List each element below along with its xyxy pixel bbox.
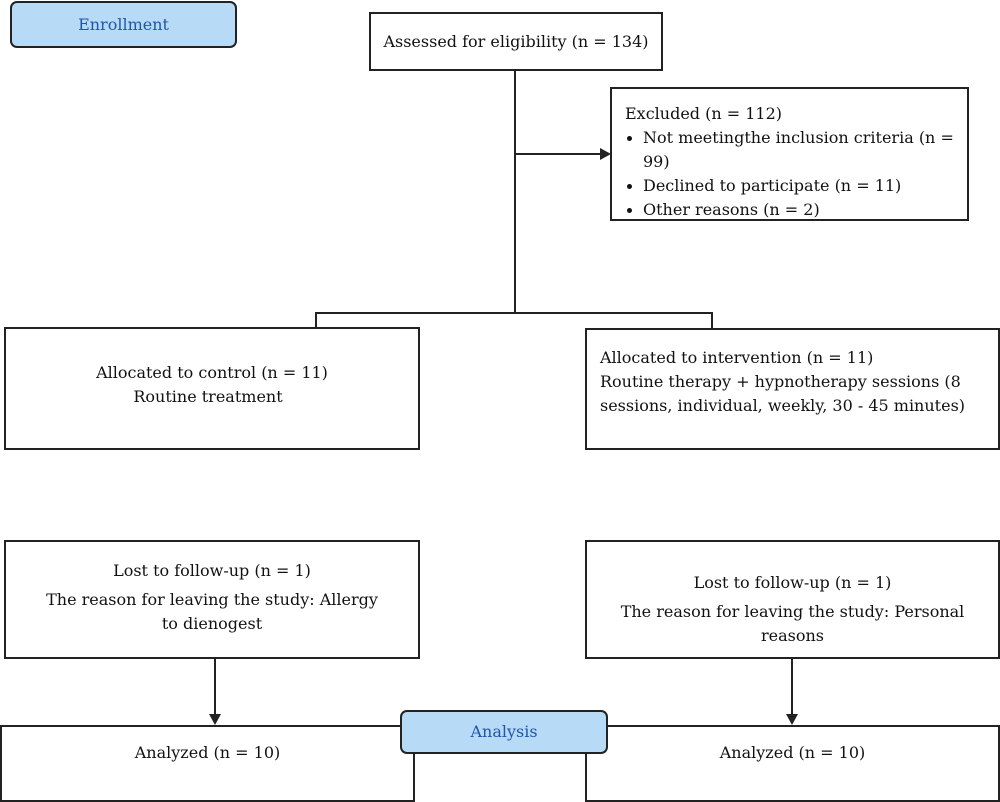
excluded-item: Declined to participate (n = 11) xyxy=(625,174,959,198)
excluded-item: Not meetingthe inclusion criteria (n = 9… xyxy=(625,126,959,174)
control-allocation-box: Allocated to control (n = 11) Routine tr… xyxy=(4,327,420,450)
arrow-to-excluded xyxy=(600,148,611,160)
intervention-allocated-text: Allocated to intervention (n = 11) xyxy=(600,348,874,367)
intervention-reason-text: The reason for leaving the study: Person… xyxy=(620,602,965,645)
intervention-analyzed-box: Analyzed (n = 10) xyxy=(585,725,1000,802)
enrollment-label: Enrollment xyxy=(10,1,237,48)
intervention-lost-text: Lost to follow-up (n = 1) xyxy=(693,573,892,592)
intervention-followup-box: Lost to follow-up (n = 1) The reason for… xyxy=(585,540,1000,659)
intervention-treatment-text: Routine therapy + hypnotherapy sessions … xyxy=(600,372,966,415)
control-lost-text: Lost to follow-up (n = 1) xyxy=(113,561,311,580)
connector-to-control xyxy=(315,312,317,328)
connector-intervention-analyzed xyxy=(791,658,793,714)
arrow-to-control-analyzed xyxy=(209,714,221,725)
analysis-label-text: Analysis xyxy=(470,722,538,741)
control-analyzed-box: Analyzed (n = 10) xyxy=(0,725,415,802)
arrow-to-intervention-analyzed xyxy=(786,714,798,725)
excluded-box: Excluded (n = 112) Not meetingthe inclus… xyxy=(610,87,969,221)
enrollment-label-text: Enrollment xyxy=(78,15,169,34)
connector-excluded-horizontal xyxy=(515,153,603,155)
connector-control-analyzed xyxy=(214,658,216,714)
excluded-list: Not meetingthe inclusion criteria (n = 9… xyxy=(625,126,959,222)
control-treatment-text: Routine treatment xyxy=(133,387,283,406)
connector-split-horizontal xyxy=(315,312,713,314)
control-allocated-text: Allocated to control (n = 11) xyxy=(96,363,328,382)
connector-main-vertical xyxy=(514,70,516,314)
analysis-label: Analysis xyxy=(400,710,608,754)
assessed-text: Assessed for eligibility (n = 134) xyxy=(383,32,649,51)
excluded-title: Excluded (n = 112) xyxy=(625,104,783,123)
control-analyzed-text: Analyzed (n = 10) xyxy=(134,743,281,762)
assessed-box: Assessed for eligibility (n = 134) xyxy=(369,12,663,71)
control-reason-text: The reason for leaving the study: Allerg… xyxy=(46,590,378,633)
intervention-allocation-box: Allocated to intervention (n = 11) Routi… xyxy=(585,328,1000,450)
connector-to-intervention xyxy=(711,312,713,329)
intervention-analyzed-text: Analyzed (n = 10) xyxy=(719,743,866,762)
control-followup-box: Lost to follow-up (n = 1) The reason for… xyxy=(4,540,420,659)
excluded-item: Other reasons (n = 2) xyxy=(625,198,959,222)
